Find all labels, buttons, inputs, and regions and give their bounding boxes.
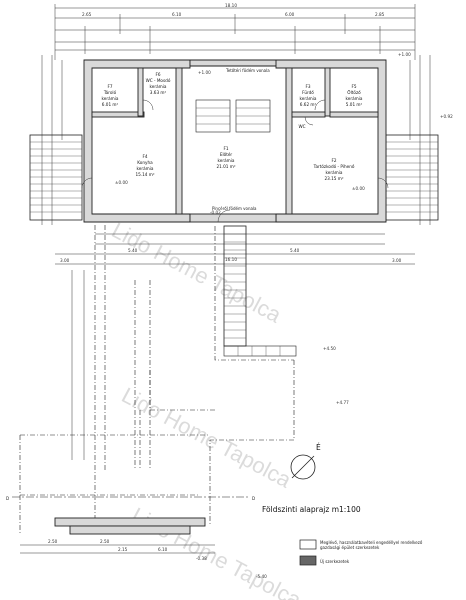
- section-mark-right: D: [252, 496, 255, 501]
- top-dim-4: 2.85: [375, 12, 385, 17]
- svg-text:F7: F7: [107, 84, 112, 89]
- dim-below-5: 3.00: [392, 258, 402, 263]
- svg-text:kerámia: kerámia: [326, 170, 343, 175]
- svg-text:Tartózkodó - Pihenő: Tartózkodó - Pihenő: [313, 164, 355, 169]
- legend: Meglévő, használatbavételi engedéllyel r…: [299, 539, 423, 566]
- watermark-2: Lido Home Tapolca: [118, 382, 296, 493]
- svg-text:F1: F1: [223, 146, 228, 151]
- room-f2: F2 Tartózkodó - Pihenő kerámia 23.15 m²: [313, 158, 355, 181]
- dim-below-3: 3.00: [60, 258, 70, 263]
- room-f7: F7 Tároló kerámia 6.01 m²: [102, 84, 119, 107]
- svg-text:kerámia: kerámia: [300, 96, 317, 101]
- room-f3: F3 Fürdő kerámia 6.62 m²: [300, 84, 317, 107]
- elevation-1: ±0.00: [115, 180, 128, 185]
- svg-text:21.01 m²: 21.01 m²: [216, 164, 235, 169]
- elevation-7: +1.00: [398, 52, 411, 57]
- svg-text:WC: WC: [298, 124, 305, 129]
- svg-text:Fürdő: Fürdő: [302, 90, 314, 95]
- svg-text:3.63 m²: 3.63 m²: [150, 90, 167, 95]
- building-walls: [83, 59, 387, 223]
- left-dimension-long: [71, 270, 85, 460]
- top-dim-1: 2.65: [82, 12, 92, 17]
- upper-slab-line-label: Tetőtéri födém vonala: [225, 68, 270, 73]
- elevation-8: +0.92: [440, 114, 453, 119]
- lower-slab-line-label: Pincéről födém vonala: [212, 206, 257, 211]
- svg-text:Tároló: Tároló: [103, 90, 117, 95]
- svg-text:23.15 m²: 23.15 m²: [324, 176, 343, 181]
- svg-text:15.14 m²: 15.14 m²: [135, 172, 154, 177]
- legend-text-new: Új szerkezetek: [320, 559, 350, 564]
- section-mark-left: D: [6, 496, 9, 501]
- svg-text:Konyha: Konyha: [137, 160, 153, 165]
- dim-below-4: 5.40: [290, 248, 300, 253]
- elevation-4: +4.50: [323, 346, 336, 351]
- left-dimension-lines: [41, 55, 431, 225]
- legend-swatch-existing: [299, 539, 317, 550]
- top-dimension-lines: [54, 4, 416, 60]
- bottom-foundation: [20, 517, 215, 554]
- svg-text:kerámia: kerámia: [150, 84, 167, 89]
- top-dim-2: 6.10: [172, 12, 182, 17]
- footer-dim-4: 2.15: [118, 547, 128, 552]
- dim-below-1: 16.10: [225, 257, 237, 262]
- plan-title: Földszinti alaprajz m1:100: [262, 505, 361, 514]
- svg-text:F6: F6: [155, 72, 160, 77]
- svg-text:kerámia: kerámia: [137, 166, 154, 171]
- svg-text:5.01 m²: 5.01 m²: [346, 102, 363, 107]
- door-swings: [81, 99, 389, 223]
- overall-width-dim: 18.10: [225, 3, 237, 8]
- room-f4: F4 Konyha kerámia 15.14 m²: [135, 154, 154, 177]
- internal-stair: [195, 99, 271, 133]
- room-f5: F5 Öltöző kerámia 5.01 m²: [346, 84, 363, 107]
- svg-text:WC - Mosdó: WC - Mosdó: [146, 78, 171, 83]
- top-dim-3: 6.00: [285, 12, 295, 17]
- north-label: É: [316, 443, 321, 452]
- footer-dim-3: 6.10: [158, 547, 168, 552]
- north-arrow-icon: É: [290, 443, 321, 480]
- right-exterior-stairs: [385, 134, 439, 221]
- svg-text:F4: F4: [142, 154, 147, 159]
- room-wc: WC: [298, 124, 305, 129]
- elevation-3: -0.02: [210, 210, 221, 215]
- footer-dim-1: 2.50: [48, 539, 58, 544]
- legend-text-existing: Meglévő, használatbavételi engedéllyel r…: [320, 540, 423, 550]
- footer-dim-5: -0.38: [196, 556, 207, 561]
- svg-text:6.01 m²: 6.01 m²: [102, 102, 119, 107]
- elevation-5: +4.77: [336, 400, 349, 405]
- svg-text:Öltöző: Öltöző: [347, 90, 361, 95]
- elevation-2: ±0.00: [352, 186, 365, 191]
- left-exterior-stairs: [29, 134, 83, 221]
- svg-text:F5: F5: [351, 84, 356, 89]
- footer-dim-2: 2.50: [100, 539, 110, 544]
- external-long-stair: [223, 225, 297, 357]
- lower-dimension-lines: [55, 233, 415, 265]
- existing-structure-outline: [19, 225, 295, 535]
- watermark-3: Lido Home Tapolca: [128, 502, 306, 600]
- svg-text:F3: F3: [305, 84, 310, 89]
- section-line-d: D D: [6, 496, 255, 501]
- svg-text:6.62 m²: 6.62 m²: [300, 102, 317, 107]
- svg-text:kerámia: kerámia: [218, 158, 235, 163]
- room-f6: F6 WC - Mosdó kerámia 3.63 m²: [146, 72, 171, 95]
- elevation-6: +1.00: [198, 70, 211, 75]
- room-f1: F1 Előtér kerámia 21.01 m²: [216, 146, 235, 169]
- dim-below-2: 5.40: [128, 248, 138, 253]
- svg-text:Előtér: Előtér: [220, 152, 233, 157]
- svg-text:F2: F2: [331, 158, 336, 163]
- svg-text:kerámia: kerámia: [102, 96, 119, 101]
- legend-swatch-new: [299, 555, 317, 566]
- svg-text:kerámia: kerámia: [346, 96, 363, 101]
- footer-dim-6: -5.40: [256, 574, 267, 579]
